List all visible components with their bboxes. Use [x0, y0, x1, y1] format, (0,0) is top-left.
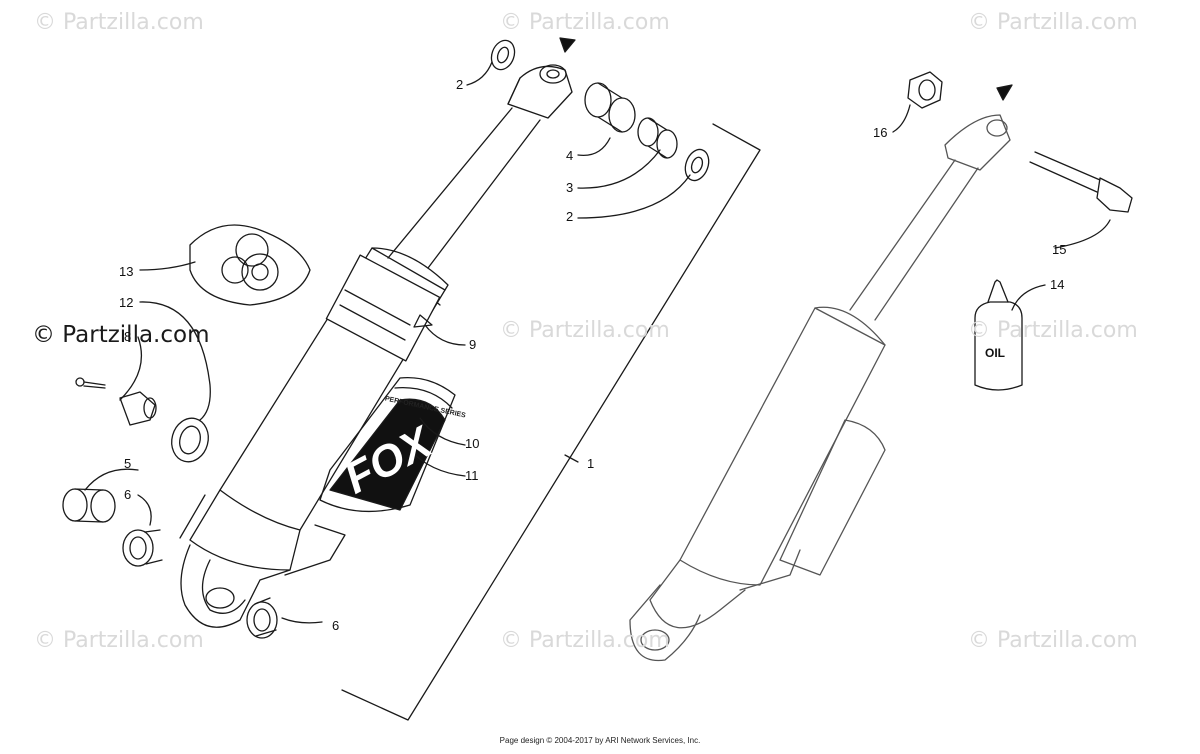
bottom-clevis — [180, 524, 346, 628]
callout-11: 11 — [465, 468, 479, 483]
callout-14: 14 — [1050, 277, 1065, 292]
callout-2-right: 2 — [566, 209, 574, 224]
sleeve-5 — [62, 488, 116, 523]
decal-sheet-13 — [189, 224, 311, 306]
oring-12 — [171, 417, 209, 463]
watermark: © Partzilla.com — [968, 318, 1138, 343]
callout-6-lower: 6 — [332, 618, 340, 633]
oil-bottle-14 — [974, 279, 1023, 391]
callout-13: 13 — [119, 264, 134, 279]
watermark: © Partzilla.com — [500, 318, 670, 343]
watermark-main: © Partzilla.com — [32, 322, 210, 348]
top-eyelet — [507, 64, 573, 119]
washer-2-top — [490, 39, 516, 71]
callout-12: 12 — [119, 295, 134, 310]
callout-8: 8 — [124, 329, 132, 344]
callout-3: 3 — [566, 180, 574, 195]
bushing-6-lower — [246, 597, 278, 639]
reservoir — [319, 376, 456, 513]
leader-1 — [564, 454, 579, 463]
watermark: © Partzilla.com — [500, 628, 670, 653]
watermark: © Partzilla.com — [968, 628, 1138, 653]
bolt-15 — [1029, 151, 1133, 213]
callout-16: 16 — [873, 125, 888, 140]
callout-6-upper: 6 — [124, 487, 132, 502]
part-1-bracket — [341, 123, 761, 721]
arrow-marker-left — [559, 37, 576, 53]
callout-4: 4 — [566, 148, 574, 163]
watermark: © Partzilla.com — [968, 10, 1138, 35]
right-shock — [629, 114, 1011, 662]
screw-8 — [75, 377, 106, 389]
oil-label: OIL — [985, 346, 1005, 360]
callout-15: 15 — [1052, 242, 1067, 257]
nut-16 — [907, 71, 943, 109]
callout-9: 9 — [469, 337, 477, 352]
callout-1: 1 — [587, 456, 595, 471]
shock-shaft — [387, 107, 541, 269]
bushing-6-upper — [122, 529, 163, 567]
shock-body — [179, 247, 449, 571]
callout-2-top: 2 — [456, 77, 464, 92]
watermark: © Partzilla.com — [34, 10, 204, 35]
watermark: © Partzilla.com — [500, 10, 670, 35]
arrow-marker-right — [996, 84, 1013, 101]
sleeve-4 — [584, 82, 636, 133]
watermark: © Partzilla.com — [34, 628, 204, 653]
washer-2-right — [684, 148, 710, 182]
valve-12 — [119, 391, 157, 426]
footer-copyright: Page design © 2004-2017 by ARI Network S… — [499, 736, 701, 745]
callout-10: 10 — [465, 436, 480, 451]
bushing-3 — [637, 117, 678, 159]
callout-5: 5 — [124, 456, 132, 471]
leader-lines — [84, 61, 1111, 624]
